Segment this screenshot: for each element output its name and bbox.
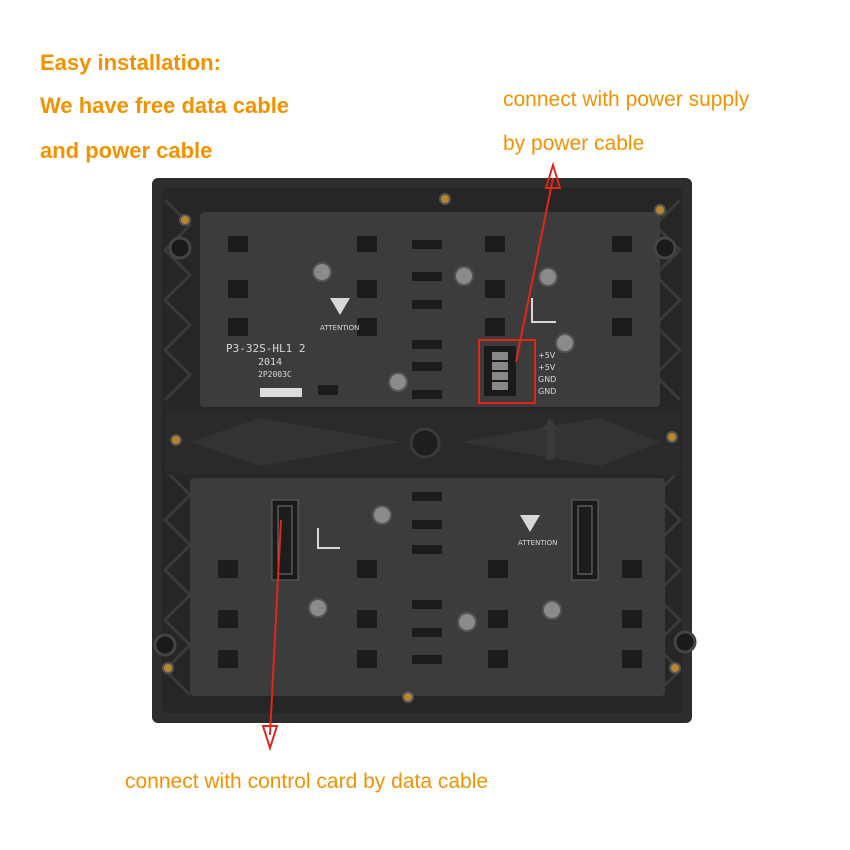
bottom-chips xyxy=(218,492,642,668)
data-connector-left xyxy=(271,499,299,581)
data-connector-right xyxy=(571,499,599,581)
power-arrow xyxy=(515,161,562,363)
mounting-holes xyxy=(162,193,681,703)
power-connector-highlight xyxy=(478,339,536,404)
headline-line-3: and power cable xyxy=(40,138,213,163)
top-pcb xyxy=(200,212,660,407)
top-chips xyxy=(228,236,632,399)
board-part: 2P2003C xyxy=(258,370,292,379)
power-connector: +5V +5V GND GND xyxy=(484,346,556,396)
top-capacitors xyxy=(312,262,575,392)
power-callout-line-1: connect with power supply xyxy=(503,88,750,111)
board-year: 2014 xyxy=(258,357,282,368)
attention-label-bottom: ATTENTION xyxy=(518,539,557,547)
data-callout: connect with control card by data cable xyxy=(125,770,489,793)
power-pin-4: GND xyxy=(538,387,556,396)
attention-label-top: ATTENTION xyxy=(320,324,359,332)
data-arrow xyxy=(261,519,282,752)
bottom-pcb xyxy=(190,478,665,696)
sticker xyxy=(260,388,302,397)
headline-line-1: Easy installation: xyxy=(40,50,221,75)
bottom-capacitors xyxy=(308,505,562,632)
headline-line-2: We have free data cable xyxy=(40,93,290,118)
board-model: P3-32S-HL1 2 xyxy=(226,342,305,355)
power-pin-1: +5V xyxy=(538,351,556,360)
attention-logo-bottom: ATTENTION xyxy=(518,515,557,547)
power-pin-2: +5V xyxy=(538,363,556,372)
magnet-sockets xyxy=(153,236,697,657)
power-callout-line-2: by power cable xyxy=(503,132,645,155)
direction-arrow-top xyxy=(531,298,556,323)
attention-logo-top: ATTENTION xyxy=(320,298,359,332)
crossbar xyxy=(165,410,680,475)
power-pin-3: GND xyxy=(538,375,556,384)
direction-arrow-bottom xyxy=(317,528,340,549)
